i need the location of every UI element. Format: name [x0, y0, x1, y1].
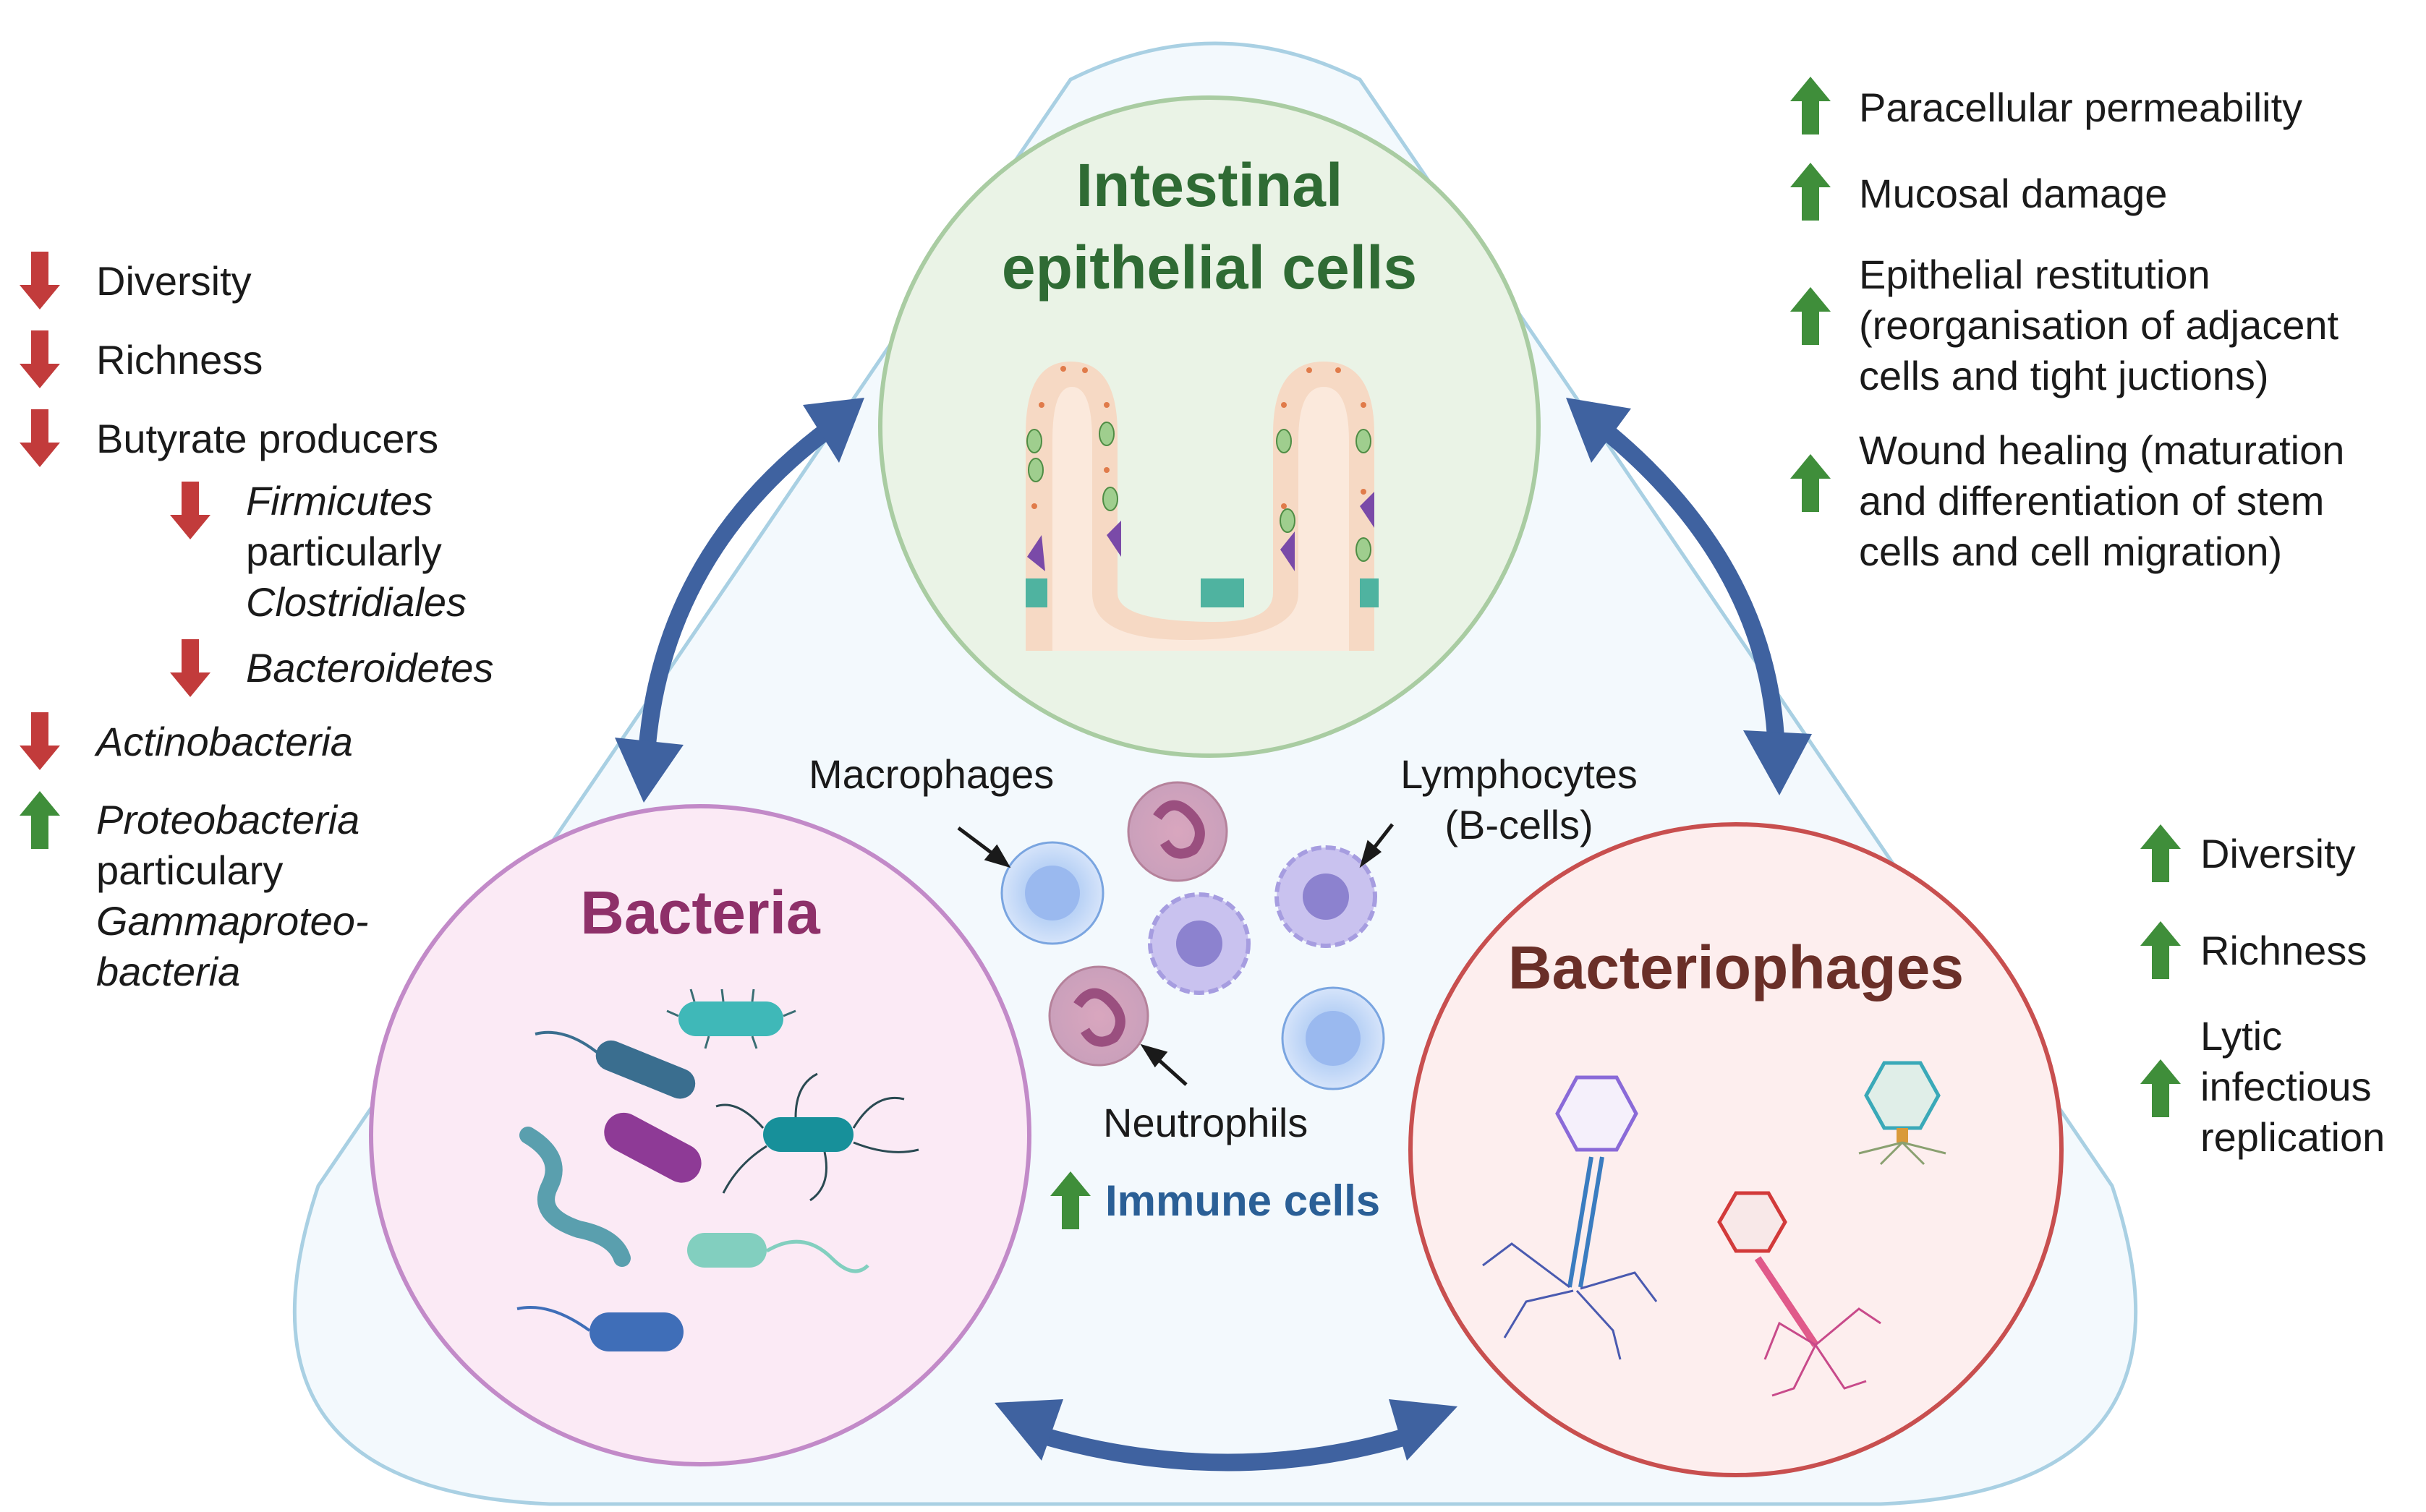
up-arrow-icon [2140, 1059, 2181, 1117]
up-arrow-icon [20, 791, 60, 849]
epithelial-title-line1: Intestinal [1076, 151, 1343, 219]
down-arrow-icon [20, 330, 60, 388]
bacteriophages-circle [1408, 822, 2064, 1477]
bacteroidetes-label: Bacteroidetes [246, 645, 494, 691]
gammaproteo-bacteria-label: bacteria [96, 949, 241, 994]
lytic-line1: Lytic [2200, 1013, 2283, 1059]
down-arrow-icon [170, 482, 210, 539]
bacteria-title: Bacteria [580, 879, 820, 947]
actinobacteria-label: Actinobacteria [96, 719, 353, 764]
down-arrow-icon [20, 252, 60, 309]
up-arrow-icon [1790, 454, 1831, 512]
double-arrow-bacteria-phages [995, 1399, 1457, 1472]
proteobacteria-label: Proteobacteria [96, 797, 360, 842]
clostridiales-label: Clostridiales [246, 579, 467, 625]
paracellular-permeability-label: Paracellular permeability [1859, 85, 2303, 130]
epithelial-restitution-line2: (reorganisation of adjacent [1859, 302, 2339, 348]
firmicutes-label: Firmicutes [246, 478, 433, 524]
epithelial-title-line2: epithelial cells [1001, 234, 1418, 302]
up-arrow-icon [1790, 287, 1831, 345]
down-arrow-icon [20, 409, 60, 467]
neutrophil-cell [1048, 965, 1149, 1067]
phage-richness-label: Richness [2200, 928, 2367, 973]
down-arrow-icon [20, 712, 60, 770]
down-arrow-icon [170, 639, 210, 697]
wound-healing-line2: and differentiation of stem [1859, 478, 2325, 524]
phage-diversity-label: Diversity [2200, 831, 2356, 876]
particulary-label: particulary [96, 847, 284, 893]
epithelial-restitution-line3: cells and tight juctions) [1859, 353, 2269, 398]
mucosal-damage-label: Mucosal damage [1859, 171, 2168, 216]
wound-healing-line3: cells and cell migration) [1859, 529, 2283, 574]
gammaproteo-label: Gammaproteo- [96, 898, 369, 944]
bacteria-diversity-label: Diversity [96, 258, 252, 304]
immune-cells-label: Immune cells [1105, 1176, 1381, 1225]
wound-healing-line1: Wound healing (maturation [1859, 427, 2345, 473]
lytic-line2: infectious [2200, 1064, 2372, 1109]
lymphocytes-label: Lymphocytes [1400, 751, 1638, 797]
neutrophil-cell [1127, 781, 1228, 882]
particularly-label: particularly [246, 529, 442, 574]
immune-cells-illustration [957, 781, 1394, 1090]
lytic-line3: replication [2200, 1114, 2385, 1160]
epithelial-restitution-line1: Epithelial restitution [1859, 252, 2210, 297]
up-arrow-icon [1790, 77, 1831, 134]
up-arrow-icon [2140, 824, 2181, 882]
bacteria-illustration [516, 988, 919, 1351]
bacteria-richness-label: Richness [96, 337, 263, 383]
up-arrow-icon [2140, 921, 2181, 979]
butyrate-producers-label: Butyrate producers [96, 416, 439, 461]
double-arrow-bacteria-epithelial [615, 398, 864, 803]
bacteriophages-title: Bacteriophages [1507, 934, 1965, 1001]
up-arrow-icon [1790, 163, 1831, 221]
double-arrow-epithelial-phages [1566, 398, 1812, 795]
bacteria-circle [369, 804, 1031, 1466]
macrophages-label: Macrophages [809, 751, 1055, 797]
neutrophils-label: Neutrophils [1103, 1100, 1308, 1145]
villi-illustration [1026, 362, 1379, 651]
phage-illustration [1482, 1061, 1946, 1397]
b-cells-label: (B-cells) [1444, 802, 1593, 847]
